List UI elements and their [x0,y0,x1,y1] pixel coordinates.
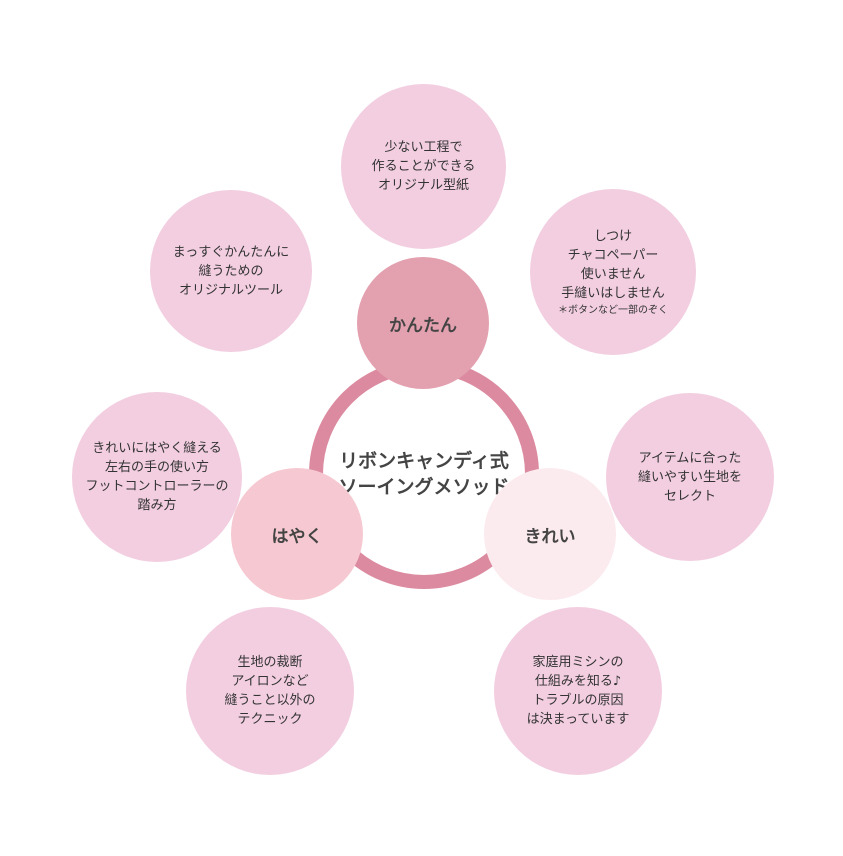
bubble-line: 作ることができる [371,159,476,174]
bubble-line: きれいにはやく縫える [92,441,222,456]
bubble-line: オリジナルツール [178,282,283,298]
bubble-original-pattern: 少ない工程で 作ることができる オリジナル型紙 [341,84,506,249]
bubble-line: 踏み方 [137,498,177,513]
bubble-original-tool: まっすぐかんたんに 縫うための オリジナルツール [150,190,312,352]
bubble-note: ＊ボタンなど一部のぞく [558,304,668,316]
bubble-fabric-select: アイテムに合った 縫いやすい生地を セレクト [606,393,774,561]
bubble-line: オリジナル型紙 [377,178,469,193]
bubble-no-basting: しつけ チャコペーパー 使いません 手縫いはしません ＊ボタンなど一部のぞく [530,189,696,355]
bubble-line: しつけ [593,228,633,244]
bubble-line: 縫うための [198,263,264,279]
bubble-line: アイテムに合った [638,450,742,466]
center-title-line: リボンキャンディ式 [339,450,509,472]
hub-kirei: きれい [484,468,616,600]
bubble-line: 使いません [580,266,646,282]
bubble-line: チャコペーパー [567,247,659,263]
hub-label: はやく [271,526,323,547]
bubble-line: まっすぐかんたんに [172,244,290,260]
bubble-line: は決まっています [526,712,630,727]
center-title: リボンキャンディ式 ソーイングメソッド [309,359,539,589]
center-title-line: ソーイングメソッド [338,476,510,498]
hub-label: きれい [524,526,576,547]
hub-label: かんたん [389,315,457,336]
bubble-line: セレクト [663,488,716,504]
bubble-line: 手縫いはしません [561,285,665,301]
bubble-line: 生地の裁断 [237,655,303,670]
bubble-line: 仕組みを知る♪ [534,674,622,689]
bubble-sewing-machine: 家庭用ミシンの 仕組みを知る♪ トラブルの原因 は決まっています [494,607,662,775]
hub-kantan: かんたん [357,257,489,389]
bubble-hand-usage: きれいにはやく縫える 左右の手の使い方 フットコントローラーの 踏み方 [72,392,242,562]
bubble-line: 縫いやすい生地を [637,469,742,485]
bubble-line: アイロンなど [231,674,309,689]
bubble-line: 縫うこと以外の [224,693,316,708]
bubble-other-techniques: 生地の裁断 アイロンなど 縫うこと以外の テクニック [186,607,354,775]
bubble-line: 家庭用ミシンの [532,655,624,670]
bubble-line: 少ない工程で [384,140,463,155]
bubble-line: 左右の手の使い方 [104,460,209,475]
bubble-line: テクニック [237,712,303,727]
bubble-line: フットコントローラーの [85,479,229,494]
bubble-line: トラブルの原因 [532,693,624,708]
hub-hayaku: はやく [231,468,363,600]
